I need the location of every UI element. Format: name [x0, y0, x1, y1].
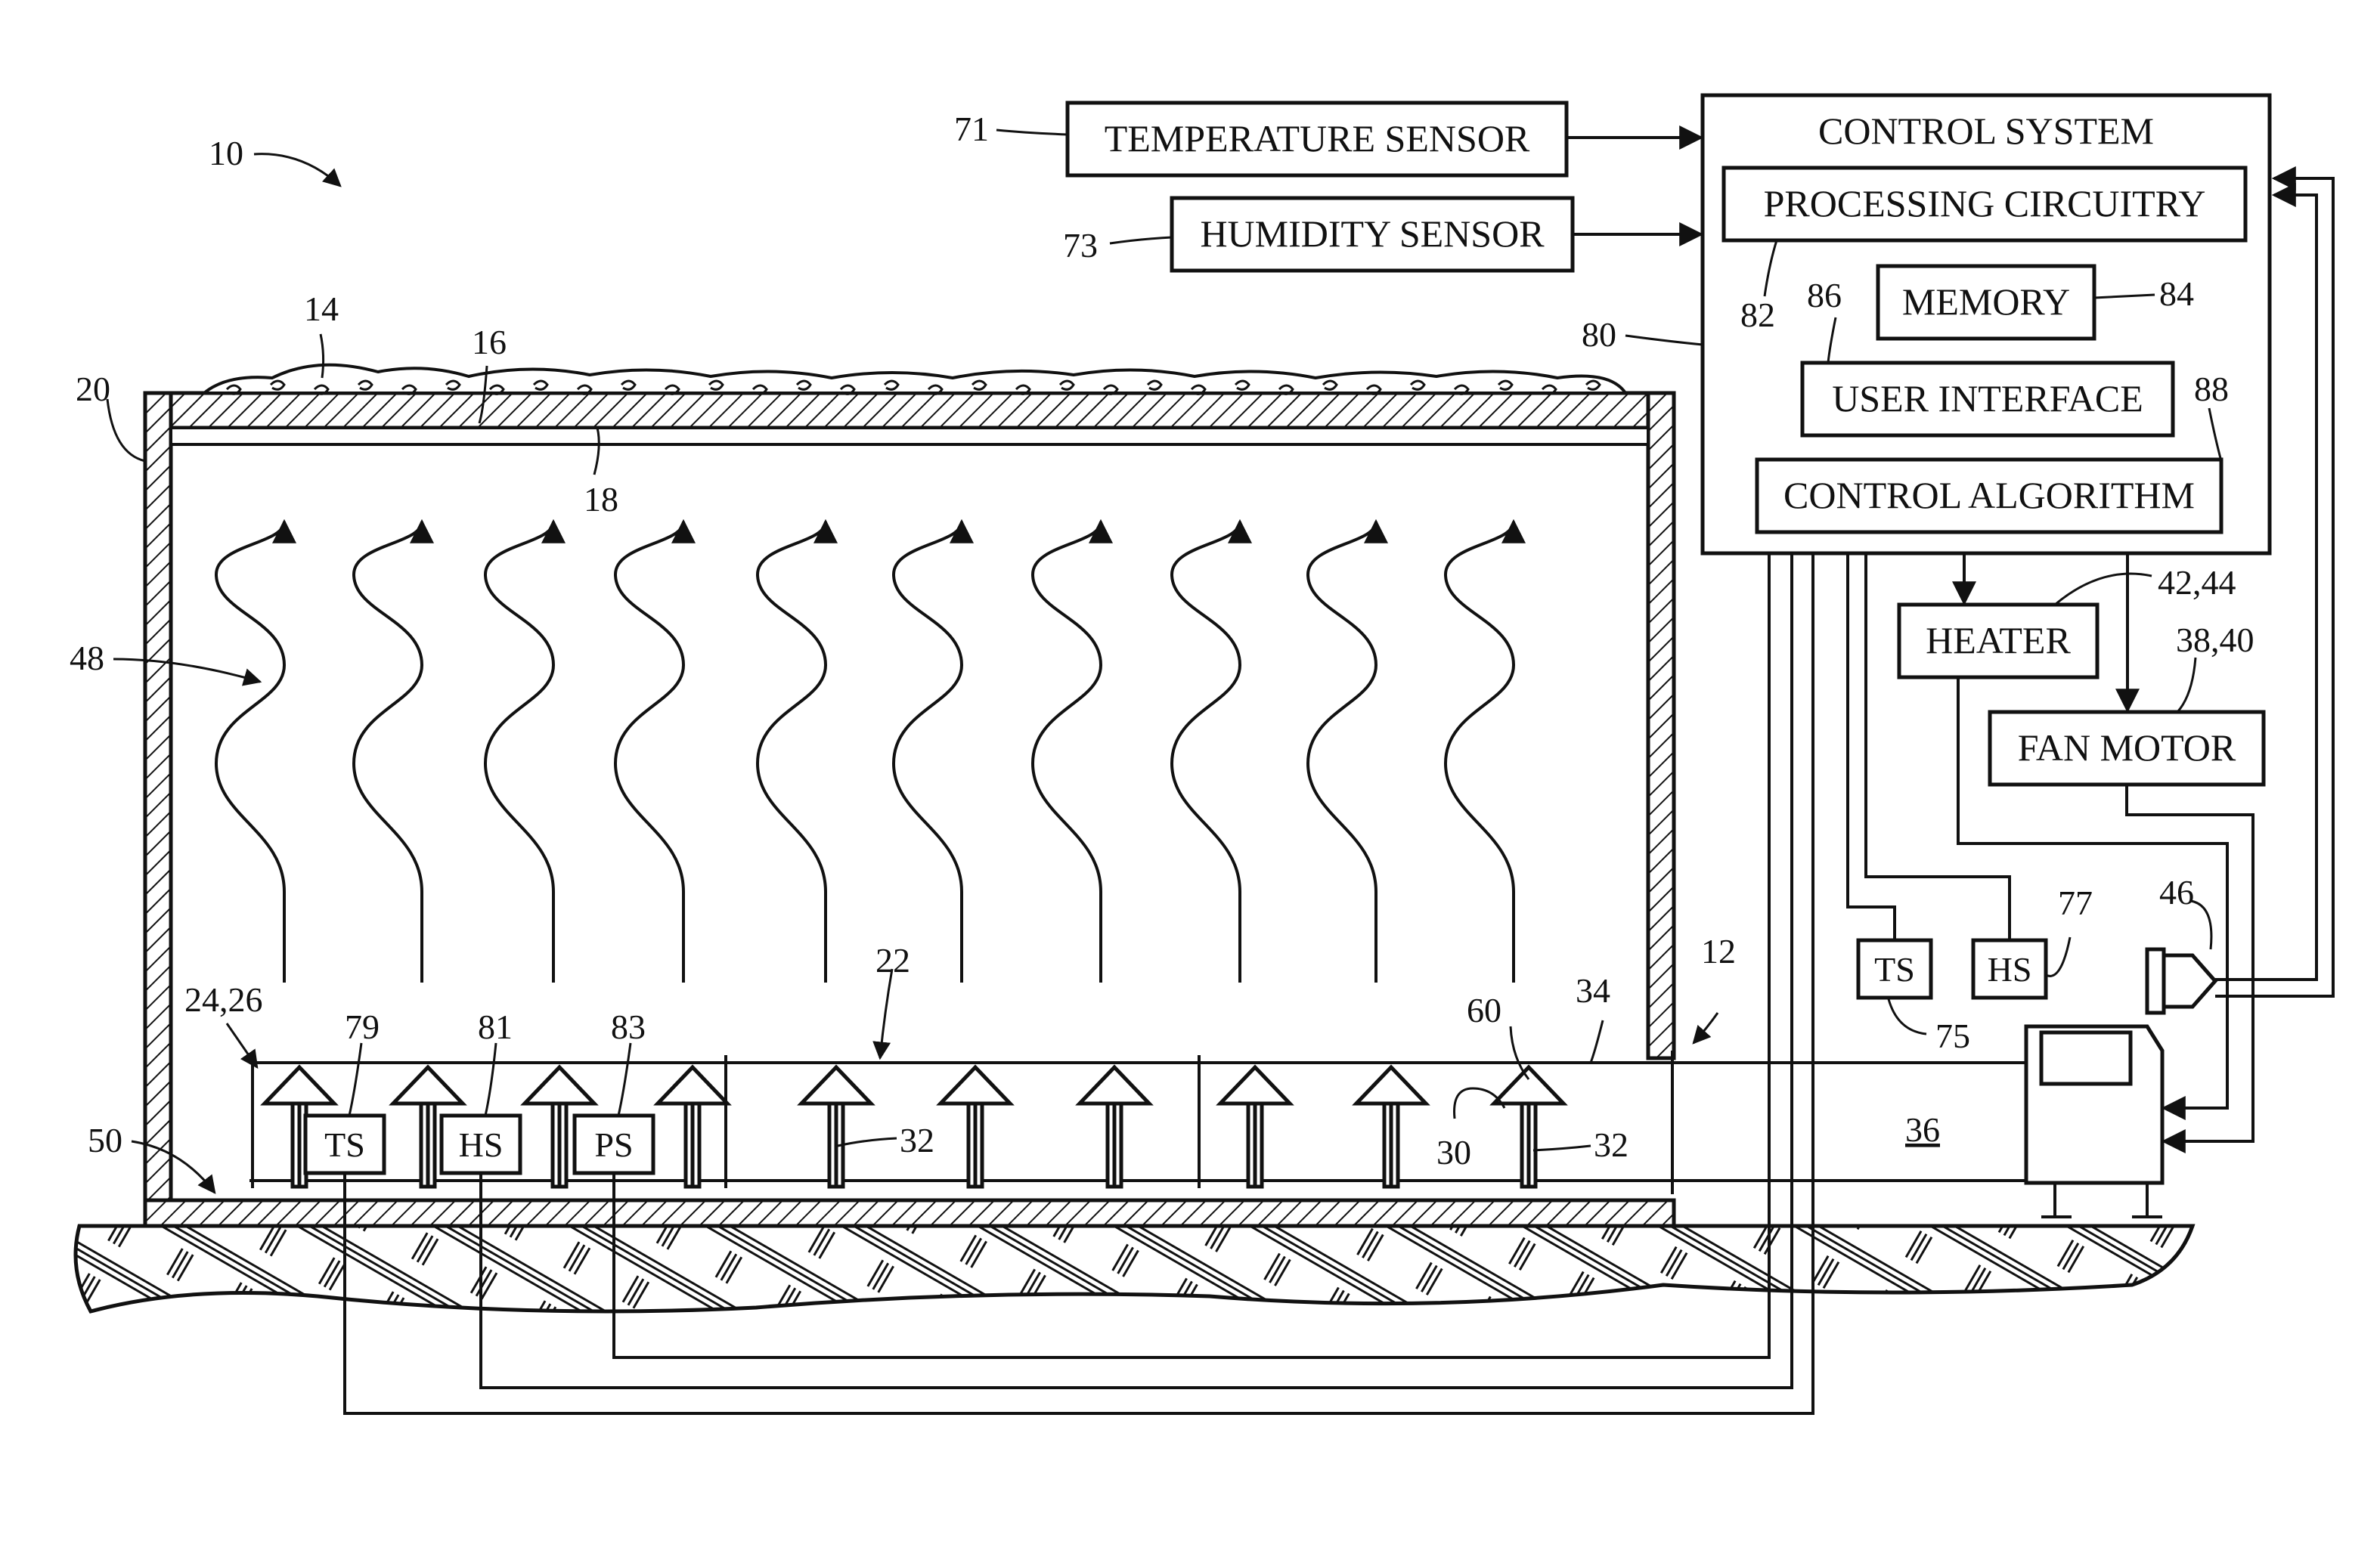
- airflow-arrow: [615, 522, 683, 983]
- outside-ts-label: TS: [1874, 950, 1915, 989]
- control-system-label: CONTROL SYSTEM: [1818, 110, 2154, 152]
- airflow-arrow: [758, 522, 826, 983]
- ref-88: 88: [2194, 370, 2229, 408]
- duct-ps-label: PS: [594, 1125, 633, 1164]
- ref-77: 77: [2058, 884, 2093, 922]
- airflow-arrows: [216, 522, 1514, 983]
- duct-ts-label: TS: [324, 1125, 365, 1164]
- ref-42-44: 42,44: [2158, 563, 2236, 602]
- ref-79: 79: [345, 1008, 380, 1046]
- ref-60: 60: [1467, 991, 1501, 1029]
- airflow-arrow: [1172, 522, 1240, 983]
- fan-damper: [2147, 949, 2215, 1013]
- fan-motor-label: FAN MOTOR: [2018, 726, 2236, 769]
- vent-pipe: [1494, 1067, 1563, 1187]
- processing-circuitry-label: PROCESSING CIRCUITRY: [1764, 182, 2206, 224]
- user-interface-label: USER INTERFACE: [1832, 377, 2143, 419]
- vent-pipe: [1220, 1067, 1290, 1187]
- ref-86: 86: [1807, 276, 1842, 314]
- ref-30: 30: [1436, 1133, 1471, 1172]
- ref-36: 36: [1905, 1110, 1940, 1149]
- ref-84: 84: [2159, 274, 2194, 313]
- outside-hs-label: HS: [1988, 950, 2032, 989]
- ref-24-26: 24,26: [184, 980, 263, 1019]
- temperature-sensor-label: TEMPERATURE SENSOR: [1105, 117, 1530, 159]
- ref-14: 14: [304, 289, 339, 328]
- vent-pipe: [658, 1067, 727, 1187]
- fan-unit: [2026, 1026, 2162, 1217]
- ref-83: 83: [611, 1008, 646, 1046]
- ref-80: 80: [1582, 315, 1616, 354]
- airflow-arrow: [1446, 522, 1514, 983]
- ref-22: 22: [875, 941, 910, 980]
- airflow-arrow: [485, 522, 553, 983]
- ref-50: 50: [88, 1121, 122, 1159]
- airflow-arrow: [1308, 522, 1376, 983]
- control-algorithm-label: CONTROL ALGORITHM: [1783, 474, 2195, 516]
- ref-32a: 32: [900, 1121, 934, 1159]
- heater-label: HEATER: [1926, 619, 2071, 661]
- vent-pipe: [1356, 1067, 1426, 1187]
- ref-48: 48: [70, 639, 104, 677]
- ref-32b: 32: [1594, 1125, 1629, 1164]
- ref-20: 20: [76, 370, 110, 408]
- ref-18: 18: [584, 480, 618, 518]
- vent-pipe: [1080, 1067, 1149, 1187]
- memory-label: MEMORY: [1902, 280, 2070, 323]
- ground-slab: [76, 1226, 2193, 1311]
- ref-75: 75: [1935, 1017, 1970, 1055]
- airflow-arrow: [1033, 522, 1101, 983]
- duct-hs-label: HS: [459, 1125, 504, 1164]
- ref-81: 81: [478, 1008, 513, 1046]
- airflow-arrow: [354, 522, 422, 983]
- ref-82: 82: [1740, 296, 1775, 334]
- ref-73: 73: [1063, 226, 1098, 265]
- ref-34: 34: [1576, 971, 1610, 1010]
- vent-pipe: [941, 1067, 1010, 1187]
- airflow-arrow: [894, 522, 962, 983]
- ref-46: 46: [2159, 873, 2194, 912]
- ref-10: 10: [209, 134, 243, 172]
- ref-12: 12: [1701, 932, 1736, 970]
- airflow-arrow: [216, 522, 284, 983]
- ref-38-40: 38,40: [2176, 621, 2254, 659]
- vent-pipe: [801, 1067, 871, 1187]
- humidity-sensor-label: HUMIDITY SENSOR: [1200, 212, 1545, 255]
- ref-71: 71: [954, 110, 989, 148]
- ref-16: 16: [472, 323, 507, 361]
- crop-pile: [204, 365, 1625, 395]
